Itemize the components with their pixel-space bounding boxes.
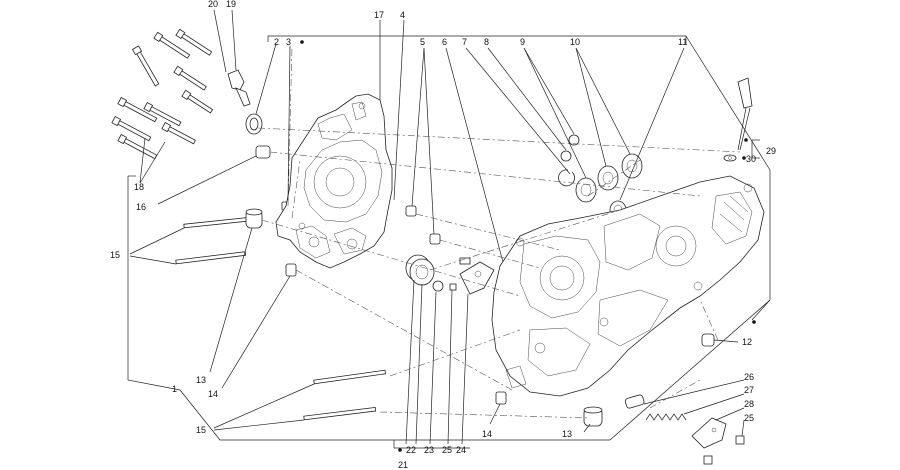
crankcase-right-half: [491, 175, 765, 397]
label-8: 8: [484, 37, 489, 47]
leader-lines: [287, 19, 739, 343]
bushing-13-left: [209, 208, 263, 373]
label-2: 2: [274, 37, 279, 47]
label-17: 17: [374, 10, 384, 20]
label-30: 30: [746, 154, 756, 164]
seal-2: [245, 43, 277, 135]
dipstick-29-30: [723, 77, 760, 162]
label-15-lower: 15: [196, 425, 206, 435]
label-29: 29: [766, 146, 776, 156]
label-16: 16: [136, 202, 146, 212]
label-11: 11: [678, 37, 687, 47]
bolt-set-18: [111, 28, 214, 184]
label-19: 19: [226, 0, 236, 9]
label-23: 23: [424, 445, 434, 455]
label-20: 20: [208, 0, 218, 9]
studs-15-lower: [213, 369, 387, 431]
label-27: 27: [744, 385, 754, 395]
label-13-right: 13: [562, 429, 572, 439]
bushing-14-left: [221, 263, 297, 389]
label-5: 5: [420, 37, 425, 47]
reference-dots: [300, 40, 756, 452]
clip-19-20: [213, 9, 251, 107]
label-28: 28: [744, 399, 754, 409]
seal-assembly-22-24: [405, 254, 495, 445]
label-15-upper: 15: [110, 250, 120, 260]
label-22: 22: [406, 445, 416, 455]
bushing-13-right: [583, 406, 603, 433]
label-26: 26: [744, 372, 754, 382]
center-axis-lines: [257, 45, 741, 419]
bushing-14-right: [489, 391, 507, 425]
label-1: 1: [172, 384, 177, 394]
label-6: 6: [442, 37, 447, 47]
dowel-16: [157, 145, 271, 205]
dowels-5: [405, 47, 441, 245]
label-14-right: 14: [482, 429, 492, 439]
label-3: 3: [286, 37, 291, 47]
crankcase-left-half: [275, 93, 393, 269]
label-12: 12: [742, 337, 752, 347]
assembly-bracket-lines: [127, 35, 771, 449]
label-9: 9: [520, 37, 525, 47]
label-18: 18: [134, 182, 144, 192]
part-number-labels: 20 19 2 3 17 4 5 6 7 8 9 10 11 29 30 18 …: [110, 0, 776, 470]
bushing-12: [701, 333, 715, 347]
label-13-left: 13: [196, 375, 206, 385]
label-25-right: 25: [744, 413, 754, 423]
studs-15-upper: [129, 216, 255, 265]
label-14-left: 14: [208, 389, 218, 399]
spring-assembly-25-28: [624, 379, 745, 465]
label-10: 10: [570, 37, 580, 47]
label-4: 4: [400, 10, 405, 20]
label-25-bottom: 25: [442, 445, 452, 455]
label-24: 24: [456, 445, 466, 455]
label-7: 7: [462, 37, 467, 47]
label-21: 21: [398, 460, 408, 470]
bearings-and-circlip: [445, 47, 685, 297]
